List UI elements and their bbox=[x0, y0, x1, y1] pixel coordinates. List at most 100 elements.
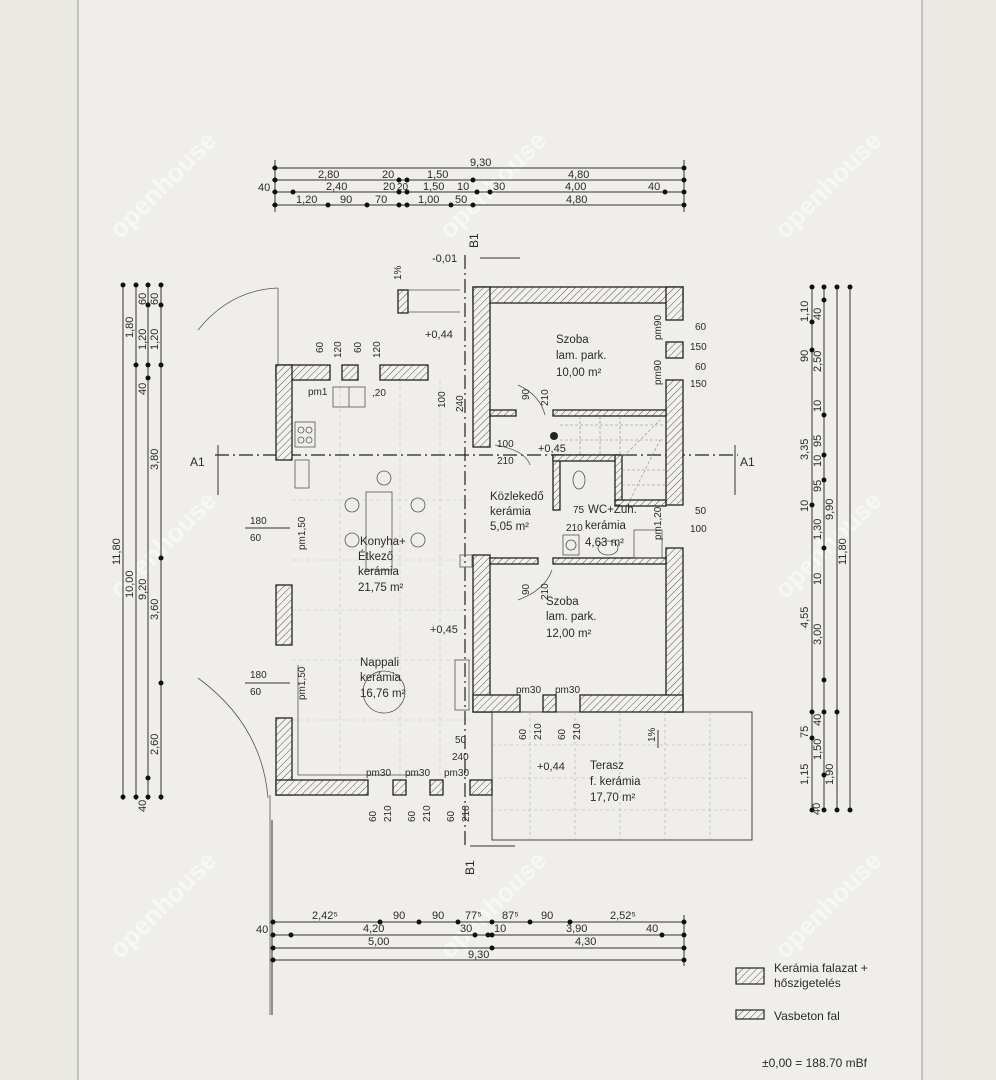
dim-label: 4,30 bbox=[575, 936, 596, 948]
opening-label: 210 bbox=[533, 723, 544, 740]
opening-label: 90 bbox=[521, 388, 532, 400]
level-markers: -0,01 +0,44 +0,45 +0,45 +0,44 bbox=[425, 253, 566, 773]
dim-label: 4,20 bbox=[363, 923, 384, 935]
opening-label: 180 bbox=[250, 670, 267, 681]
dim-label: 10 bbox=[812, 455, 824, 467]
dim-label: 1,90 bbox=[824, 764, 836, 785]
walls bbox=[275, 286, 684, 796]
dim-label: 1,50 bbox=[423, 181, 444, 193]
section-label-b1-bottom: B1 bbox=[463, 860, 477, 875]
dim-label: 40 bbox=[812, 714, 824, 726]
opening-label: 60 bbox=[695, 322, 707, 333]
dim-label: 90 bbox=[340, 194, 352, 206]
dim-label: 10 bbox=[457, 181, 469, 193]
slope-label: 1% bbox=[393, 265, 404, 280]
opening-label: ,20 bbox=[372, 388, 386, 399]
dim-label: 90 bbox=[432, 910, 444, 922]
dim-label: 9,90 bbox=[824, 499, 836, 520]
opening-label: 180 bbox=[250, 516, 267, 527]
dim-label: 60 bbox=[137, 293, 149, 305]
dim-label: 3,90 bbox=[566, 923, 587, 935]
dim-label: 1,30 bbox=[812, 519, 824, 540]
room-area: 17,70 m² bbox=[590, 792, 636, 804]
room-floor: kerámia bbox=[360, 672, 402, 684]
column-marker bbox=[550, 432, 558, 440]
bathroom-fixtures bbox=[562, 470, 663, 559]
opening-label: 60 bbox=[250, 533, 262, 544]
opening-label: 210 bbox=[383, 805, 394, 822]
section-label-a1-right: A1 bbox=[740, 455, 755, 469]
dim-label: 60 bbox=[149, 293, 161, 305]
section-label-b1-top: B1 bbox=[467, 233, 481, 248]
room-labels: Szoba lam. park. 10,00 m² Konyha+ Étkező… bbox=[358, 334, 641, 804]
opening-label: 100 bbox=[497, 439, 514, 450]
opening-label: 90 bbox=[521, 583, 532, 595]
door-swing-arc bbox=[517, 569, 553, 601]
legend-label: Kerámia falazat + bbox=[774, 961, 868, 975]
opening-label: pm30 bbox=[516, 685, 541, 696]
opening-label: 60 bbox=[557, 728, 568, 740]
floor-grid bbox=[292, 380, 473, 780]
dim-label: 90 bbox=[799, 350, 811, 362]
dim-label: 2,60 bbox=[149, 734, 161, 755]
dim-label: 1,50 bbox=[812, 739, 824, 760]
dim-label: 9,20 bbox=[137, 579, 149, 600]
dim-label: 87⁵ bbox=[502, 910, 519, 922]
opening-annotations: 60 120 60 120 pm1 ,20 100 240 90 210 100… bbox=[245, 265, 707, 822]
dim-label: 1,00 bbox=[418, 194, 439, 206]
room-area: 21,75 m² bbox=[358, 582, 404, 594]
dim-label: 2,52⁵ bbox=[610, 910, 636, 922]
legend-swatch-ceramic bbox=[735, 967, 765, 985]
dim-label: 50 bbox=[455, 194, 467, 206]
room-name: Étkező bbox=[358, 550, 393, 563]
opening-label: 210 bbox=[540, 389, 551, 406]
dim-label: 4,00 bbox=[565, 181, 586, 193]
dim-label: 40 bbox=[137, 800, 149, 812]
room-name: Konyha+ bbox=[360, 536, 406, 548]
gate-swing-arc bbox=[197, 677, 269, 799]
opening-label: 210 bbox=[422, 805, 433, 822]
opening-label: 120 bbox=[372, 341, 383, 358]
living-furniture bbox=[297, 659, 470, 776]
dim-label: 2,42⁵ bbox=[312, 910, 338, 922]
room-szoba-1: Szoba lam. park. 10,00 m² bbox=[556, 334, 607, 379]
dim-label: 90 bbox=[393, 910, 405, 922]
opening-label: 75 bbox=[573, 505, 585, 516]
room-area: 12,00 m² bbox=[546, 628, 592, 640]
opening-label: 60 bbox=[446, 810, 457, 822]
opening-label: 60 bbox=[315, 341, 326, 353]
staircase bbox=[560, 416, 666, 501]
dim-label: 3,80 bbox=[149, 449, 161, 470]
level-label: +0,45 bbox=[538, 443, 566, 455]
section-label-a1-left: A1 bbox=[190, 455, 205, 469]
dim-label: 1,20 bbox=[296, 194, 317, 206]
room-name: Nappali bbox=[360, 657, 399, 669]
dim-label: 5,00 bbox=[368, 936, 389, 948]
dim-label: 11,80 bbox=[111, 538, 123, 565]
opening-label: pm30 bbox=[555, 685, 580, 696]
datum-note: ±0,00 = 188.70 mBf bbox=[762, 1056, 868, 1070]
dim-label: 40 bbox=[811, 803, 823, 815]
dim-label: 4,80 bbox=[568, 169, 589, 181]
door-swing-arc bbox=[494, 444, 531, 466]
opening-label: 60 bbox=[695, 362, 707, 373]
opening-label: 240 bbox=[452, 752, 469, 763]
room-nappali: Nappali kerámia 16,76 m² bbox=[360, 657, 406, 700]
opening-label: 50 bbox=[455, 735, 467, 746]
opening-label: pm90 bbox=[653, 360, 664, 385]
room-floor: lam. park. bbox=[556, 350, 607, 362]
room-name: Szoba bbox=[556, 334, 589, 346]
opening-label: 60 bbox=[353, 341, 364, 353]
opening-label: 60 bbox=[368, 810, 379, 822]
dim-label: 2,80 bbox=[318, 169, 339, 181]
room-name: Közlekedő bbox=[490, 491, 544, 503]
room-name: Terasz bbox=[590, 760, 624, 772]
legend-swatch-concrete bbox=[735, 1009, 765, 1020]
opening-label: pm1,50 bbox=[297, 516, 308, 550]
level-label: +0,44 bbox=[425, 329, 453, 341]
room-area: 16,76 m² bbox=[360, 688, 406, 700]
room-szoba-2: Szoba lam. park. 12,00 m² bbox=[546, 596, 597, 640]
room-area: 10,00 m² bbox=[556, 367, 602, 379]
dim-label: 1,10 bbox=[799, 301, 811, 322]
